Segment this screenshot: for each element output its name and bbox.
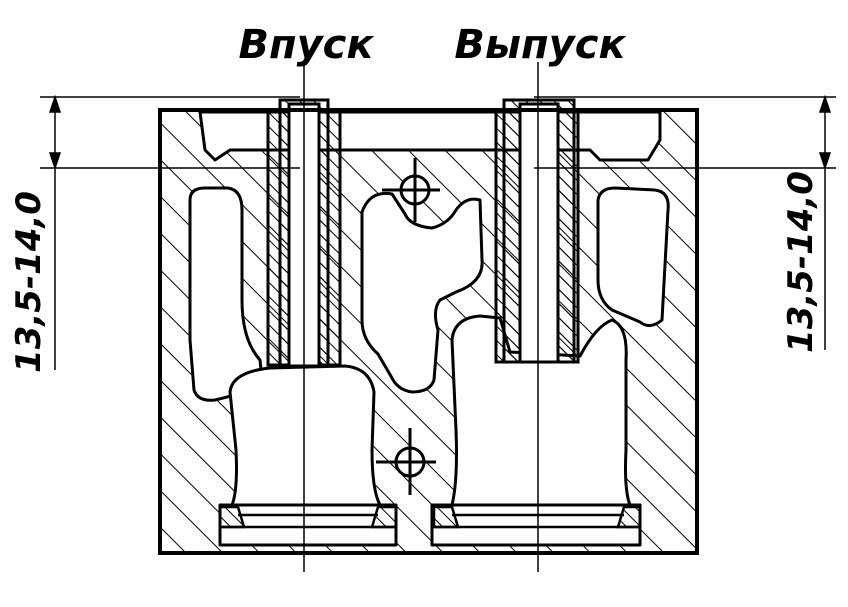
left-water-jacket	[188, 186, 264, 402]
intake-seat-recess	[218, 503, 398, 547]
head-outline	[158, 108, 699, 555]
bolt-hole-upper	[382, 158, 440, 222]
left-dimension-label: 13,5-14,0	[9, 191, 49, 373]
exhaust-seat-recess	[430, 503, 642, 547]
central-upper-cavity	[360, 191, 484, 394]
right-dimension-label: 13,5-14,0	[781, 171, 821, 353]
intake-port	[228, 364, 382, 507]
intake-label: Впуск	[238, 22, 374, 68]
exhaust-label: Выпуск	[454, 22, 626, 68]
right-water-jacket	[596, 186, 670, 327]
center-lines	[303, 62, 539, 572]
exhaust-valve-guide	[494, 98, 580, 364]
bolt-hole-lower	[376, 428, 436, 495]
dimension-lines	[40, 94, 836, 370]
